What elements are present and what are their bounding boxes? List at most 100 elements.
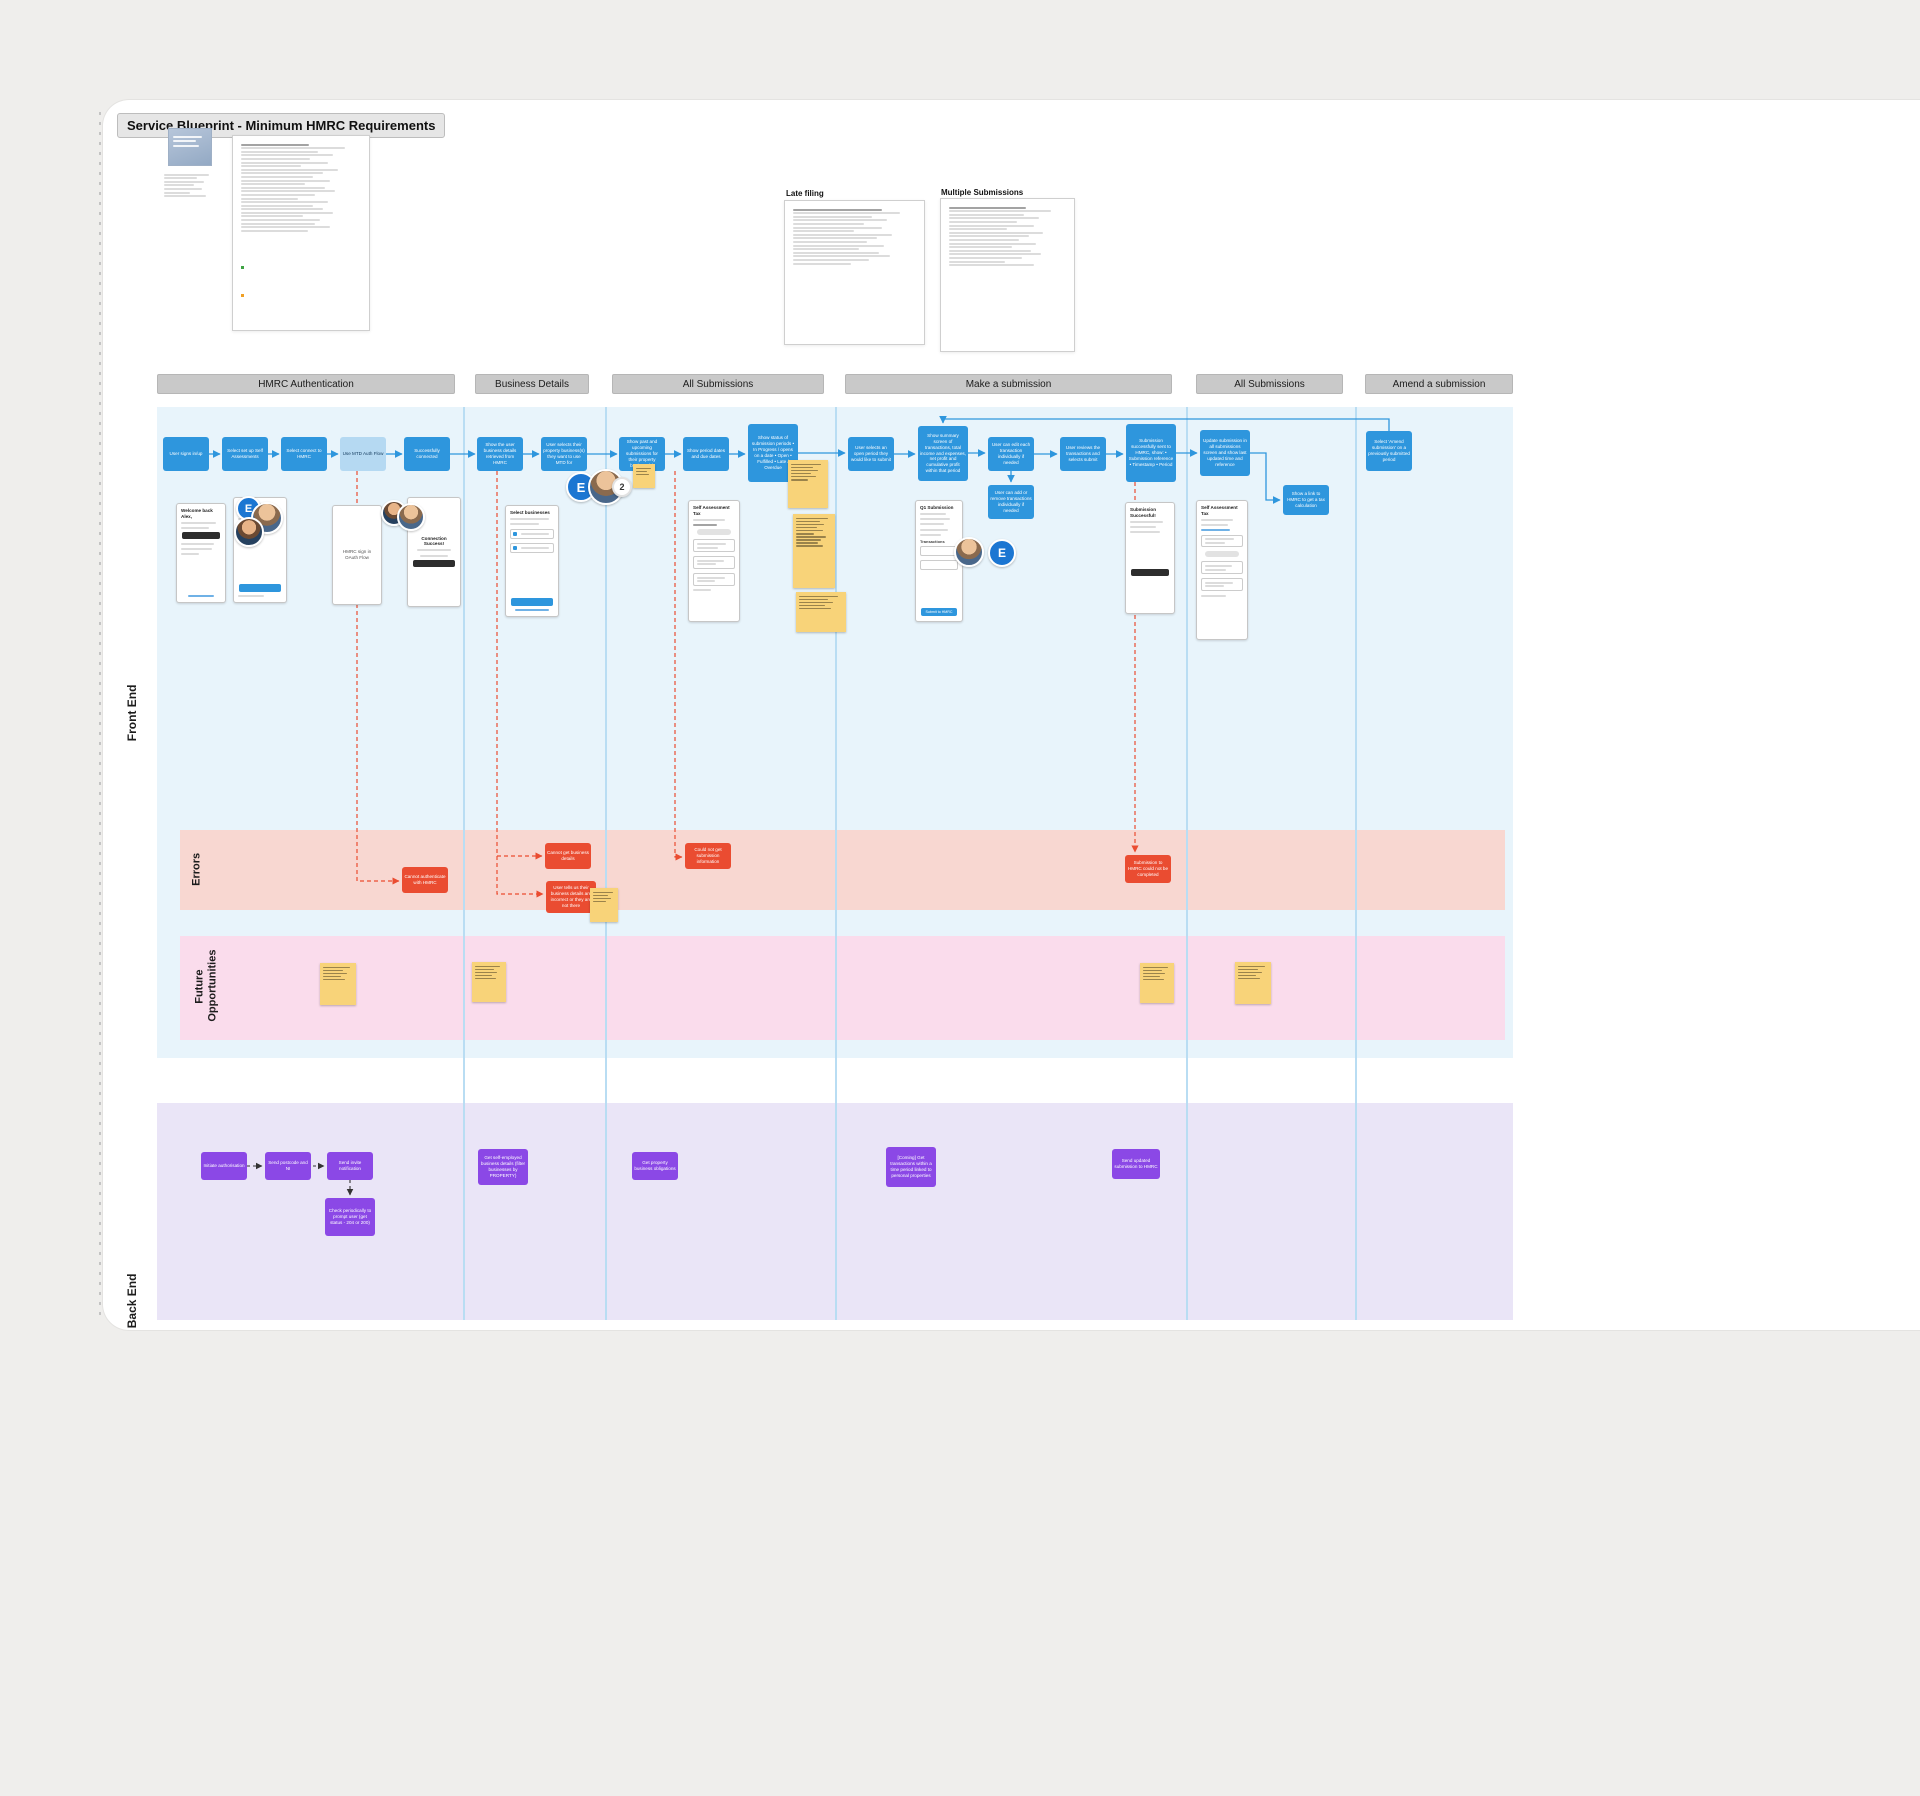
doc-thumbnail[interactable] [168,128,212,166]
backend-send-postcode-ni[interactable]: Send postcode and NI [265,1152,311,1180]
multiple-submissions-doc[interactable] [940,198,1075,352]
error-incorrect-details[interactable]: User tells us their business details are… [546,881,596,913]
mock-input [920,560,958,571]
error-no-submission-info[interactable]: Could not get submission information [685,843,731,869]
sticky-note[interactable] [1140,963,1174,1003]
phase-business-details[interactable]: Business Details [475,374,589,394]
flow-step-edit-transaction[interactable]: User can edit each transaction individua… [988,437,1034,471]
mock-checkbox-row [510,542,554,553]
text-line [475,968,494,971]
backend-get-business-details[interactable]: Get self-employed business details (filt… [478,1149,528,1185]
backend-initiate-authorisation[interactable]: Initiate authorisation [201,1152,247,1180]
flow-step-review-submit[interactable]: User reviews the transactions and select… [1060,437,1106,471]
requirements-doc[interactable] [232,135,370,331]
text-line [1143,969,1162,972]
text-line [241,190,336,193]
flow-step-summary-screen[interactable]: Show summary screen of transactions, tot… [918,426,968,481]
text-line [323,975,341,978]
backend-send-invite[interactable]: Send invite notification [327,1152,373,1180]
sticky-note[interactable] [590,888,618,922]
ui-mock-connection-success[interactable]: Connection Success! [407,497,461,607]
text-line [793,258,870,261]
flow-step-add-remove-transaction[interactable]: User can add or remove transactions indi… [988,485,1034,519]
text-line [475,965,501,968]
ui-mock-self-assessment-2[interactable]: Self Assessment Tax [1196,500,1248,640]
ui-mock-self-assessment[interactable]: Self Assessment Tax [688,500,740,622]
sticky-note[interactable] [788,460,828,508]
text-line [241,175,313,178]
text-line [793,240,867,243]
flow-step-connect-hmrc[interactable]: Select connect to HMRC [281,437,327,471]
ui-mock-q1-submission[interactable]: Q1 Submission Transactions Submit to HMR… [915,500,963,622]
backend-get-transactions[interactable]: [Coming] Get transactions within a time … [886,1147,936,1187]
text-line [1238,977,1261,980]
text-line [241,147,346,150]
flow-step-connected[interactable]: Successfully connected [404,437,450,471]
text-line [1238,974,1256,977]
text-line [791,475,817,478]
collaborator-avatar-photo[interactable] [234,517,264,547]
sticky-note[interactable] [472,962,506,1002]
error-cannot-get-business[interactable]: Cannot get business details [545,843,591,869]
collaborator-count-badge[interactable]: 2 [612,477,632,497]
flow-step-setup-sa[interactable]: Select set up Self Assessments [222,437,268,471]
flow-step-submission-sent[interactable]: Submission successfully sent to HMRC, sh… [1126,424,1176,482]
text-line [323,966,350,969]
flow-step-select-open-period[interactable]: User selects an open period they would l… [848,437,894,471]
phase-all-submissions-2[interactable]: All Submissions [1196,374,1343,394]
phase-all-submissions[interactable]: All Submissions [612,374,824,394]
collaborator-avatar-e[interactable]: E [988,539,1016,567]
backend-send-updated-submission[interactable]: Send updated submission to HMRC [1112,1149,1160,1179]
card-title: Select businesses [510,510,550,515]
text-line [241,197,299,200]
checkbox-icon [513,532,517,536]
backend-check-periodically[interactable]: Check periodically to prompt user (get s… [325,1198,375,1236]
sticky-note[interactable] [796,592,846,632]
error-submission-failed[interactable]: Submission to HMRC could not be complete… [1125,855,1171,883]
error-cannot-authenticate[interactable]: Cannot authenticate with HMRC [402,867,448,893]
ui-mock-welcome[interactable]: Welcome back Alex, [176,503,226,603]
text-line [791,463,822,466]
backend-get-obligations[interactable]: Get property business obligations [632,1152,678,1180]
text-line [796,523,825,526]
text-line [593,897,611,900]
flow-step-select-property[interactable]: User selects their property business(s) … [541,437,587,471]
mock-list-row [693,556,735,569]
flow-step-tax-calc-link[interactable]: Show a link to HMRC to get a tax calcula… [1283,485,1329,515]
sticky-note[interactable] [793,514,835,588]
flow-step-period-dates[interactable]: Show period dates and due dates [683,437,729,471]
phase-make-a-submission[interactable]: Make a submission [845,374,1172,394]
mock-checkbox-row [510,528,554,539]
text-line [796,533,815,535]
sticky-note[interactable] [633,464,655,488]
flow-step-mtd-auth[interactable]: Use MTD Auth Flow [340,437,386,471]
text-line [323,978,346,981]
text-line [791,466,814,469]
phase-amend-a-submission[interactable]: Amend a submission [1365,374,1513,394]
flow-step-show-business[interactable]: Show the user business details retrieved… [477,437,523,471]
flow-step-amend-submission[interactable]: Select 'Amend submission' on a previousl… [1366,431,1412,471]
mock-pill [1205,551,1239,558]
text-line [793,226,882,229]
late-filing-doc[interactable] [784,200,925,345]
column-divider [835,407,837,1320]
phase-hmrc-authentication[interactable]: HMRC Authentication [157,374,455,394]
collaborator-avatar-photo[interactable] [954,537,984,567]
lane-label-future-opportunities: Future Opportunities [193,949,218,1022]
text-line [1143,978,1164,981]
collaborator-avatar-photo[interactable] [397,503,425,531]
text-line [241,229,308,232]
mock-list-row [1201,561,1243,575]
ui-mock-oauth[interactable]: HMRC sign in OAuth Flow [332,505,382,605]
ui-mock-select-businesses[interactable]: Select businesses [505,505,559,617]
text-line [793,219,887,222]
text-line [636,473,650,476]
text-line [793,230,854,233]
sticky-note[interactable] [1235,962,1271,1004]
ui-mock-submission-successful[interactable]: Submission Successful! [1125,502,1175,614]
text-line [241,179,331,182]
text-line [636,470,648,473]
flow-step-sign-in[interactable]: User signs in/up [163,437,209,471]
sticky-note[interactable] [320,963,356,1005]
flow-step-update-submissions[interactable]: Update submission in all submissions scr… [1200,430,1250,476]
